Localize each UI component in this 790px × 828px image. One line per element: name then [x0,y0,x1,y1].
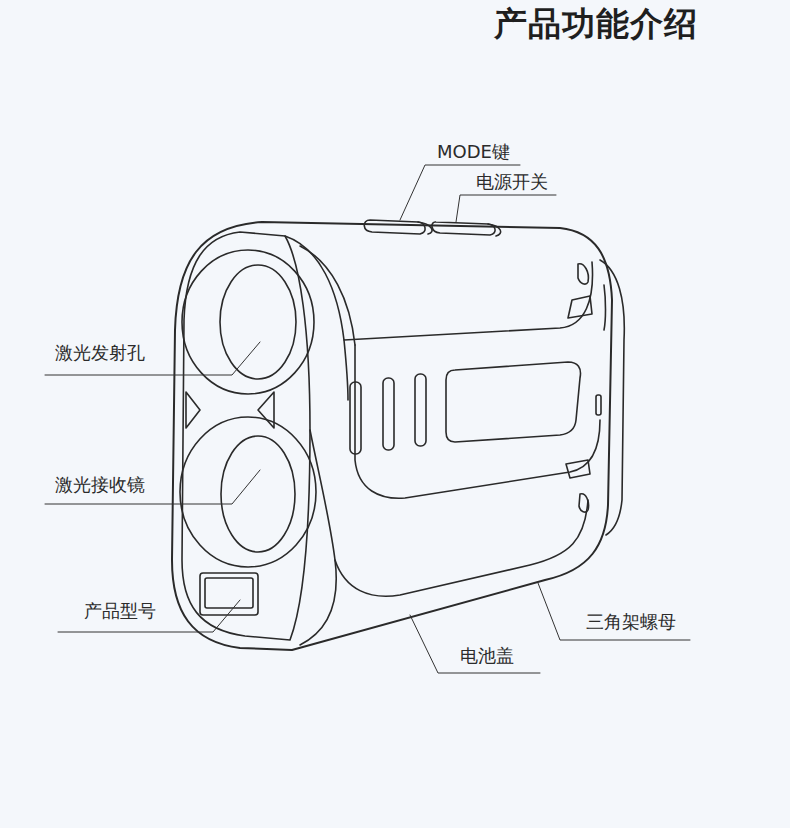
leader-line [58,600,240,632]
grip-slot [383,378,394,450]
triangle-mark [258,392,274,428]
triangle-mark [186,392,200,428]
leader-line [45,470,260,504]
side-band [335,500,588,596]
part-label: 电源开关 [476,171,548,193]
power-button [488,224,501,236]
leader-line [410,615,540,673]
model-plate [200,573,258,615]
device-body [172,220,624,650]
power-button [432,222,495,235]
leader-line [45,342,260,375]
grip-slot [350,382,361,454]
front-face [182,232,310,640]
lens-ring [180,417,316,567]
part-label: 产品型号 [84,600,156,622]
side-band [285,236,593,340]
model-plate-inner [205,578,253,608]
side-detail [578,264,588,284]
leader-line [538,583,690,640]
part-label: 电池盖 [460,645,514,667]
laser-emitter [220,265,296,379]
part-label: MODE键 [437,141,510,163]
side-detail [566,460,590,478]
part-label: 激光发射孔 [55,342,145,364]
leader-lines [45,165,690,673]
body-outline [172,222,612,650]
leader-line [456,195,556,222]
part-label: 激光接收镜 [55,474,145,496]
laser-receiver [221,436,295,552]
side-window [446,362,581,442]
grip-slot [415,374,426,446]
part-label: 三角架螺母 [586,611,676,633]
lens-ring [182,250,314,394]
side-detail [579,494,589,512]
side-band [300,430,336,645]
mode-button [418,222,432,234]
side-detail [604,285,606,330]
side-band [344,340,348,400]
mode-button [364,220,425,234]
side-detail [568,296,592,318]
side-band [355,345,600,498]
side-band [300,246,355,345]
eyepiece-detail [596,395,601,415]
page-title: 产品功能介绍 [494,4,698,44]
eyepiece [600,260,624,535]
